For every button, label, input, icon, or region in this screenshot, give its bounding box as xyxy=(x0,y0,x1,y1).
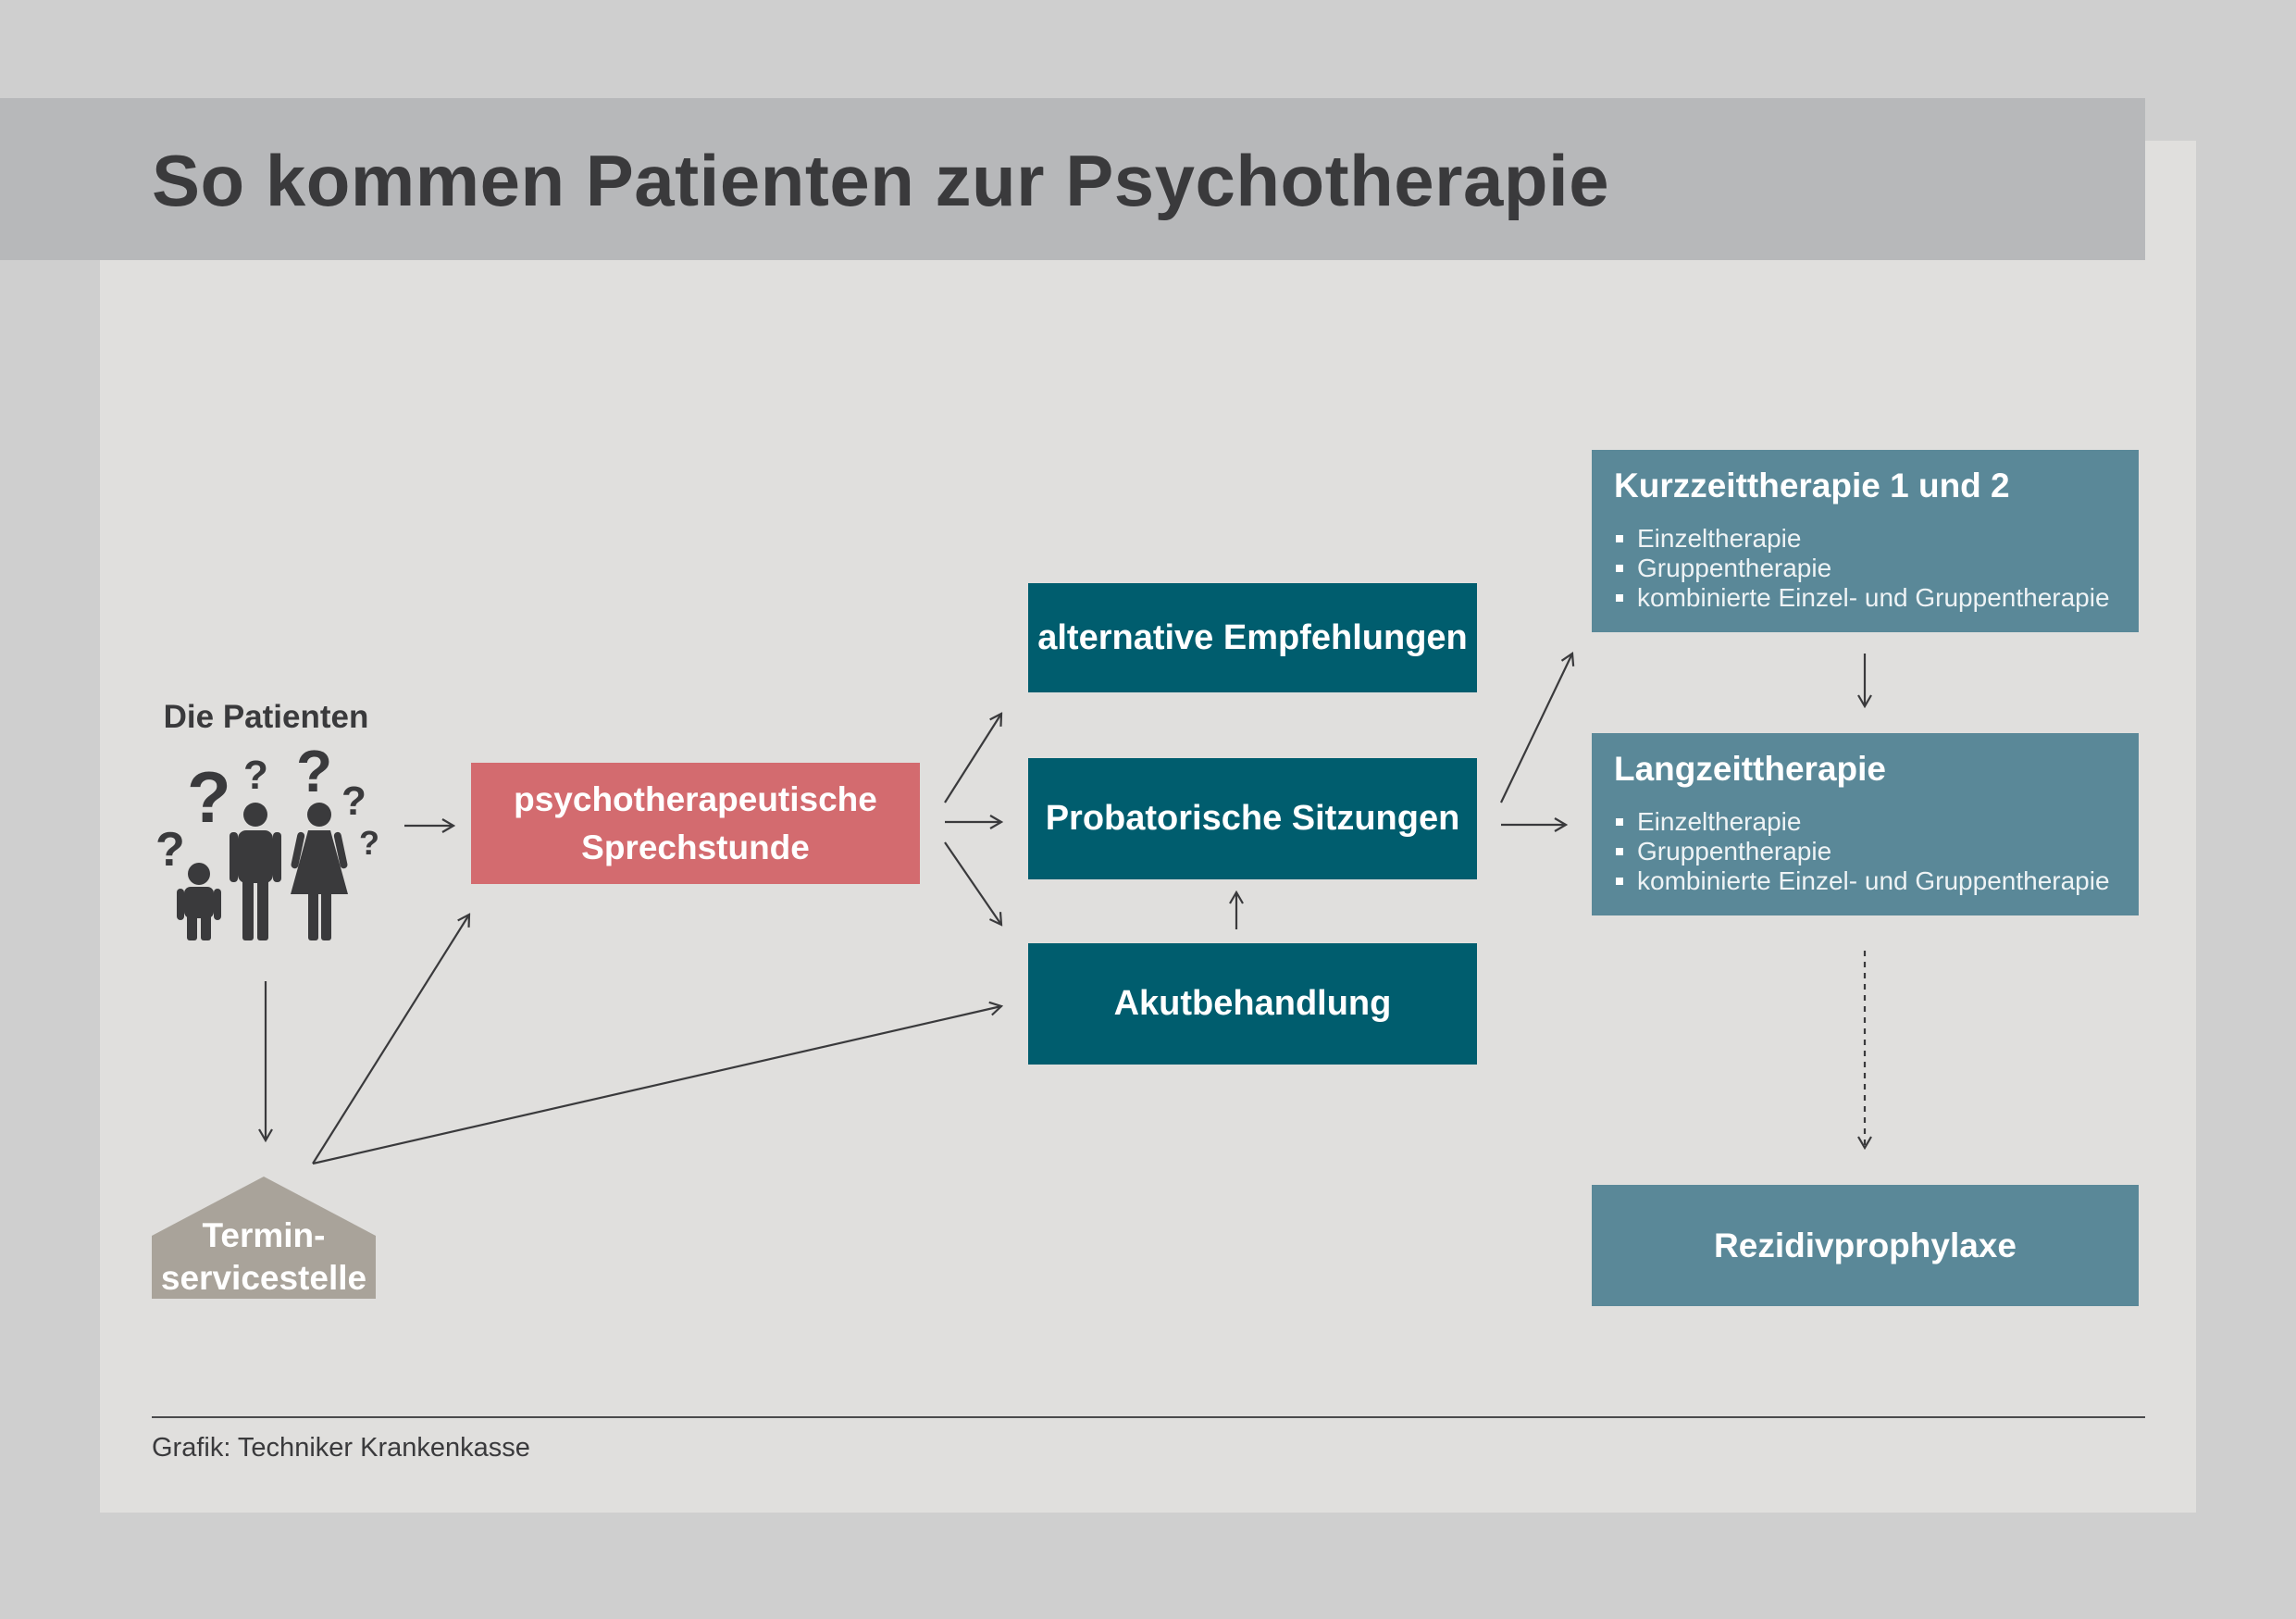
question-mark-icon: ? xyxy=(341,778,366,824)
list-item: Gruppentherapie xyxy=(1614,837,2116,866)
langzeit-title: Langzeittherapie xyxy=(1614,750,1886,788)
child-icon xyxy=(177,863,221,940)
rezidiv-box: Rezidivprophylaxe xyxy=(1592,1185,2139,1306)
list-item: kombinierte Einzel- und Gruppentherapie xyxy=(1614,866,2116,896)
woman-icon xyxy=(291,803,348,940)
alternative-label: alternative Empfehlungen xyxy=(1037,617,1468,657)
langzeit-box: Langzeittherapie Einzeltherapie Gruppent… xyxy=(1592,733,2139,915)
langzeit-list: Einzeltherapie Gruppentherapie kombinier… xyxy=(1614,807,2116,896)
list-item: Einzeltherapie xyxy=(1614,807,2116,837)
probatorisch-box: Probatorische Sitzungen xyxy=(1028,758,1477,879)
terminservice-label: Termin- servicestelle xyxy=(152,1214,376,1300)
footer-credit: Grafik: Techniker Krankenkasse xyxy=(152,1433,530,1463)
footer-divider xyxy=(152,1416,2145,1418)
arrow-sprechstunde-to-akut xyxy=(944,841,1001,925)
question-mark-icon: ? xyxy=(359,824,379,862)
sprechstunde-box: psychotherapeutische Sprechstunde xyxy=(471,763,920,884)
sprechstunde-line2: Sprechstunde xyxy=(581,828,810,866)
kurzzeit-list: Einzeltherapie Gruppentherapie kombinier… xyxy=(1614,524,2116,613)
kurzzeit-title: Kurzzeittherapie 1 und 2 xyxy=(1614,467,2010,504)
question-mark-icon: ? xyxy=(187,756,231,838)
patients-label: Die Patienten xyxy=(163,699,369,735)
question-mark-icon: ? xyxy=(243,753,268,798)
arrow-probatorisch-to-kurzzeit xyxy=(1500,654,1572,803)
probatorisch-label: Probatorische Sitzungen xyxy=(1045,799,1460,838)
list-item: kombinierte Einzel- und Gruppentherapie xyxy=(1614,583,2116,613)
list-item: Gruppentherapie xyxy=(1614,554,2116,583)
sprechstunde-line1: psychotherapeutische xyxy=(514,779,877,818)
question-mark-icon: ? xyxy=(155,823,185,877)
title-bar xyxy=(0,98,2145,260)
list-item: Einzeltherapie xyxy=(1614,524,2116,554)
terminservice-line2: servicestelle xyxy=(160,1259,367,1297)
akut-box: Akutbehandlung xyxy=(1028,943,1477,1065)
page-title: So kommen Patienten zur Psychotherapie xyxy=(152,140,1610,221)
rezidiv-label: Rezidivprophylaxe xyxy=(1714,1226,2017,1264)
alternative-box: alternative Empfehlungen xyxy=(1028,583,1477,692)
arrow-tss-to-sprechstunde xyxy=(312,915,469,1164)
question-mark-icon: ? xyxy=(296,738,332,804)
arrow-sprechstunde-to-alternative xyxy=(944,714,1001,803)
kurzzeit-box: Kurzzeittherapie 1 und 2 Einzeltherapie … xyxy=(1592,450,2139,632)
akut-label: Akutbehandlung xyxy=(1113,984,1392,1023)
terminservice-line1: Termin- xyxy=(202,1216,326,1254)
arrow-tss-to-akut xyxy=(312,1006,1001,1165)
man-icon xyxy=(230,803,281,940)
